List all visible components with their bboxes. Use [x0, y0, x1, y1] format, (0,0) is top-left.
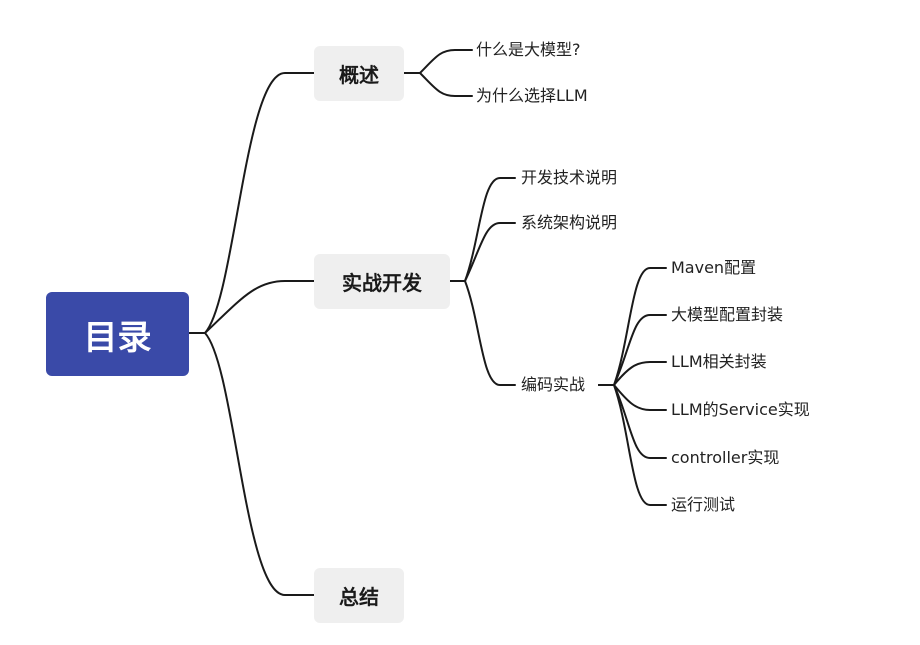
branch-dev-label: 实战开发 — [342, 271, 422, 295]
leaf-llm-wrapper[interactable]: LLM相关封装 — [671, 352, 767, 371]
connector-coding-5 — [598, 384, 667, 459]
connector-overview-1 — [403, 49, 473, 74]
connector-coding-3 — [598, 361, 667, 386]
connector-dev-1 — [449, 177, 516, 282]
leaf-controller[interactable]: controller实现 — [671, 448, 780, 467]
leaf-llm-config-wrapper[interactable]: 大模型配置封装 — [671, 305, 784, 324]
leaf-why-llm[interactable]: 为什么选择LLM — [476, 86, 588, 105]
leaf-coding-practice[interactable]: 编码实战 — [521, 375, 586, 394]
root-label: 目录 — [83, 317, 152, 358]
branch-overview[interactable]: 概述 — [314, 46, 404, 101]
leaf-maven-config[interactable]: Maven配置 — [671, 258, 757, 277]
branch-summary-label: 总结 — [339, 585, 379, 609]
connector-root-overview — [188, 72, 315, 334]
connector-dev-3 — [449, 280, 516, 386]
branch-overview-label: 概述 — [339, 63, 379, 87]
connector-root-summary — [188, 332, 315, 596]
connector-coding-2 — [598, 314, 667, 386]
leaf-what-is-llm[interactable]: 什么是大模型? — [476, 40, 581, 59]
root-node[interactable]: 目录 — [46, 292, 189, 376]
connector-overview-2 — [403, 72, 473, 97]
connector-coding-6 — [598, 384, 667, 506]
branch-summary[interactable]: 总结 — [314, 568, 404, 623]
leaf-llm-service[interactable]: LLM的Service实现 — [671, 400, 810, 419]
leaf-tech-stack[interactable]: 开发技术说明 — [521, 168, 618, 187]
connector-dev-2 — [449, 222, 516, 282]
connector-root-dev — [188, 280, 315, 334]
leaf-run-test[interactable]: 运行测试 — [671, 495, 736, 514]
connector-coding-4 — [598, 384, 667, 411]
branch-dev[interactable]: 实战开发 — [314, 254, 450, 309]
leaf-architecture[interactable]: 系统架构说明 — [521, 213, 618, 232]
